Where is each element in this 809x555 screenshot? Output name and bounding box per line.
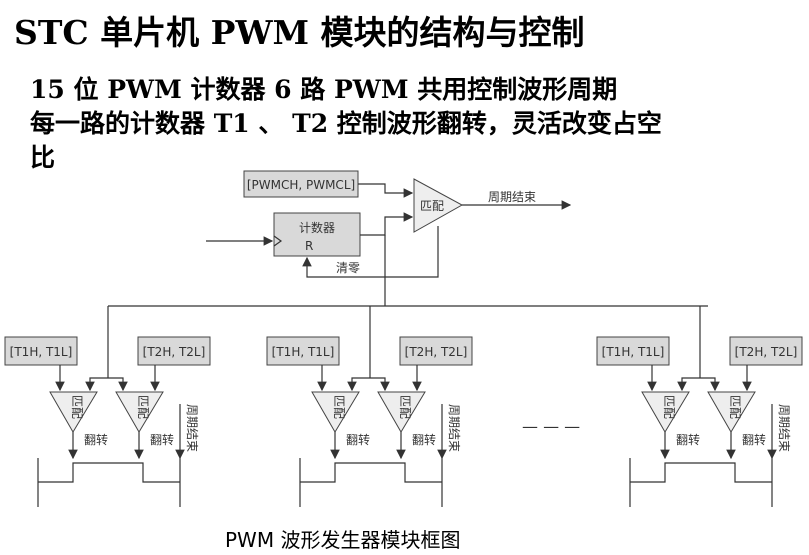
top-comparator-label: 匹配 [420, 199, 444, 213]
comparator-t1 [311, 391, 360, 433]
diagram-caption: PWM 波形发生器模块框图 [225, 528, 461, 552]
t2-register-label: [T2H, T2L] [143, 345, 206, 359]
t2-register-box [137, 336, 211, 366]
t1-register-box [266, 336, 340, 366]
t2-register-label: [T2H, T2L] [735, 345, 798, 359]
t2-register-box [399, 336, 473, 366]
counter-box [273, 212, 361, 257]
comparator-t1-label: 匹配 [332, 395, 346, 419]
comparator-t2-label: 匹配 [728, 395, 742, 419]
period-end-label-vertical: 周期结束 [447, 404, 461, 452]
flip-label-b: 翻转 [742, 432, 766, 447]
counter-to-comparator-wire [360, 212, 414, 236]
clock-pin-symbol [273, 235, 283, 247]
t1-register-box [4, 336, 78, 366]
comparator-t2 [115, 391, 164, 433]
period-end-label-vertical: 周期结束 [777, 404, 791, 452]
comparator-t1 [49, 391, 98, 433]
bus-to-comparator-b-wire [108, 377, 128, 392]
bus-to-comparator-a-wire [85, 377, 108, 392]
pwmch-to-comparator-wire [358, 183, 414, 198]
counter-label: 计数器 [299, 220, 335, 235]
slide-title: STC 单片机 PWM 模块的结构与控制 [14, 13, 585, 52]
top-section: [PWMCH, PWMCL] 计数器 R 匹配 周期结束 清零 [108, 170, 708, 307]
flip-label-b: 翻转 [150, 432, 174, 447]
flip-label-a: 翻转 [346, 432, 370, 447]
clear-feedback-wire [302, 226, 439, 278]
top-comparator [413, 178, 464, 233]
flip-label-b: 翻转 [412, 432, 436, 447]
channel-group-1: [T1H, T1L] [T2H, T2L] 匹配 匹配 翻转 翻转 周期结束 [4, 306, 211, 507]
t1-register-label: [T1H, T1L] [272, 345, 335, 359]
flip-label-a: 翻转 [676, 432, 700, 447]
comparator-t2 [377, 391, 426, 433]
bullet-line-1: 15 位 PWM 计数器 6 路 PWM 共用控制波形周期 [30, 75, 618, 104]
t1-register-label: [T1H, T1L] [602, 345, 665, 359]
bus-to-comparator-a-wire [347, 377, 370, 392]
reset-pin-label: R [305, 239, 313, 253]
t1-register-label: [T1H, T1L] [10, 345, 73, 359]
pwmch-register-box [243, 170, 359, 198]
bus-to-comparator-b-wire [370, 377, 390, 392]
comparator-t2 [707, 391, 756, 433]
bus-to-comparator-b-wire [700, 377, 720, 392]
bus-to-comparator-a-wire [677, 377, 700, 392]
pwm-waveform [37, 458, 181, 507]
t1-register-box [596, 336, 670, 366]
comparator-t1 [641, 391, 690, 433]
t2-register-label: [T2H, T2L] [405, 345, 468, 359]
pwm-waveform [299, 458, 443, 507]
period-end-label: 周期结束 [488, 190, 536, 204]
comparator-t2-label: 匹配 [136, 395, 150, 419]
t2-register-box [729, 336, 803, 366]
bullet-line-3: 比 [30, 143, 56, 172]
period-end-label-vertical: 周期结束 [185, 404, 199, 452]
comparator-t1-label: 匹配 [662, 395, 676, 419]
ellipsis-dashes: — — — [522, 417, 580, 436]
pwm-waveform [629, 458, 773, 507]
comparator-t2-label: 匹配 [398, 395, 412, 419]
comparator-t1-label: 匹配 [70, 395, 84, 419]
flip-label-a: 翻转 [84, 432, 108, 447]
bullet-line-2: 每一路的计数器 T1 、 T2 控制波形翻转，灵活改变占空 [30, 109, 662, 138]
channel-group-2: [T1H, T1L] [T2H, T2L] 匹配 匹配 翻转 翻转 周期结束 [266, 306, 473, 507]
channel-group-3: [T1H, T1L] [T2H, T2L] 匹配 匹配 翻转 翻转 周期结束 [596, 306, 803, 507]
clear-label: 清零 [336, 261, 360, 275]
pwmch-register-label: [PWMCH, PWMCL] [247, 178, 355, 192]
